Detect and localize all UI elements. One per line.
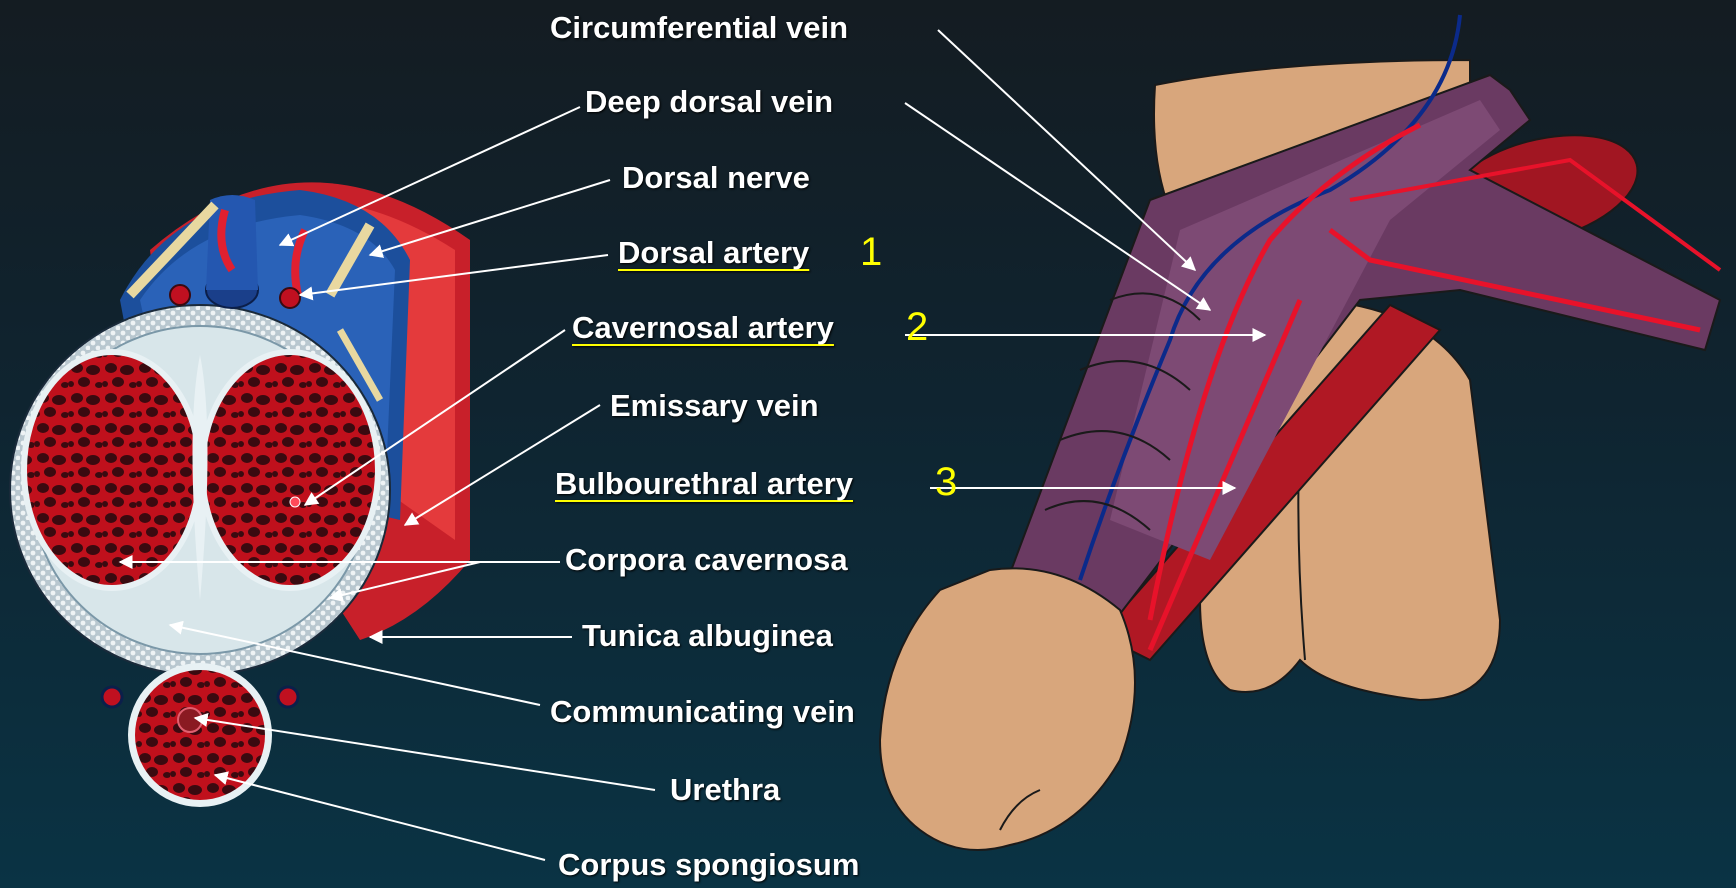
cross-section-illustration: [10, 182, 470, 807]
label-dorsal-artery: Dorsal artery: [618, 235, 809, 271]
label-urethra: Urethra: [670, 772, 780, 808]
lateral-view-illustration: [880, 15, 1720, 850]
label-corpus-spongiosum: Corpus spongiosum: [558, 847, 859, 883]
label-corpora-cavernosa: Corpora cavernosa: [565, 542, 848, 578]
label-emissary-vein: Emissary vein: [610, 388, 819, 424]
label-bulbourethral-artery: Bulbourethral artery: [555, 466, 853, 502]
label-communicating-vein: Communicating vein: [550, 694, 855, 730]
marker-2: 2: [906, 305, 928, 350]
marker-3: 3: [935, 460, 957, 505]
label-deep-dorsal-vein: Deep dorsal vein: [585, 84, 833, 120]
label-circumferential-vein: Circumferential vein: [550, 10, 848, 46]
label-cavernosal-artery: Cavernosal artery: [572, 310, 834, 346]
label-dorsal-nerve: Dorsal nerve: [622, 160, 810, 196]
leader-corpus-spongiosum: [215, 775, 545, 860]
label-tunica-albuginea: Tunica albuginea: [582, 618, 833, 654]
marker-1: 1: [860, 230, 882, 275]
